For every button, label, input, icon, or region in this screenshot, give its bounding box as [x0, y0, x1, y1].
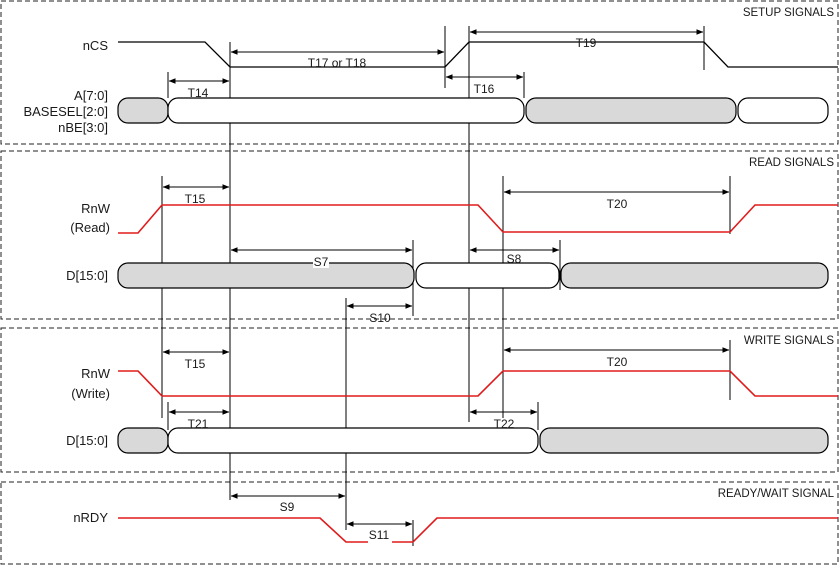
s10-label: S10 [369, 311, 391, 325]
rnw-write-waveform [118, 370, 838, 397]
ncs-waveform [118, 41, 838, 68]
t20-read-label: T20 [607, 197, 628, 211]
read-section-title: READ SIGNALS [749, 157, 834, 169]
t21-label: T21 [188, 417, 209, 431]
s7-label: S7 [314, 255, 329, 269]
d-write-bus-invalid-1 [117, 427, 169, 454]
t22-label: T22 [494, 417, 515, 431]
rnw-read-label-line1: RnW [81, 201, 111, 216]
addr-label-line3: nBE[3:0] [58, 120, 108, 135]
setup-section-title: SETUP SIGNALS [743, 7, 835, 19]
t14-label: T14 [188, 86, 209, 100]
s11-label: S11 [369, 528, 390, 542]
d-read-bus-valid [415, 262, 560, 289]
ncs-label: nCS [83, 38, 109, 53]
s7-label-bg [313, 256, 329, 268]
write-section-title: WRITE SIGNALS [744, 335, 834, 347]
d-read-bus-invalid-1 [117, 262, 415, 289]
setup-section-frame [0, 0, 839, 145]
t15-read-label: T15 [185, 192, 206, 206]
t16-label: T16 [474, 82, 495, 96]
read-section-frame [0, 150, 839, 320]
t20-write-label: T20 [607, 355, 628, 369]
t19-label: T19 [576, 36, 597, 50]
t15-write-label: T15 [185, 357, 206, 371]
d-read-label: D[15:0] [66, 268, 108, 283]
addr-label-line2: BASESEL[2:0] [23, 104, 108, 119]
addr-bus-valid [167, 97, 525, 124]
addr-label-line1: A[7:0] [74, 88, 108, 103]
d-write-bus-invalid-2 [539, 427, 829, 454]
addr-bus-next [737, 97, 829, 124]
s8-label: S8 [507, 252, 522, 266]
ready-section-frame [0, 481, 839, 565]
nrdy-waveform-part2 [392, 517, 838, 543]
rnw-read-waveform [118, 204, 838, 234]
ready-section-title: READY/WAIT SIGNAL [718, 488, 835, 500]
t17-t18-label: T17 or T18 [308, 56, 367, 70]
rnw-read-label-line2: (Read) [70, 220, 110, 235]
addr-bus-invalid-2 [525, 97, 737, 124]
d-write-bus-valid [167, 427, 539, 454]
rnw-write-label-line1: RnW [81, 366, 111, 381]
rnw-write-label-line2: (Write) [71, 386, 110, 401]
write-section-frame [0, 327, 839, 473]
nrdy-waveform-part1 [118, 517, 368, 543]
s9-label: S9 [280, 500, 295, 514]
addr-bus-invalid-1 [117, 97, 169, 124]
d-write-label: D[15:0] [66, 433, 108, 448]
nrdy-label: nRDY [73, 510, 108, 525]
d-read-bus-invalid-2 [560, 262, 829, 289]
